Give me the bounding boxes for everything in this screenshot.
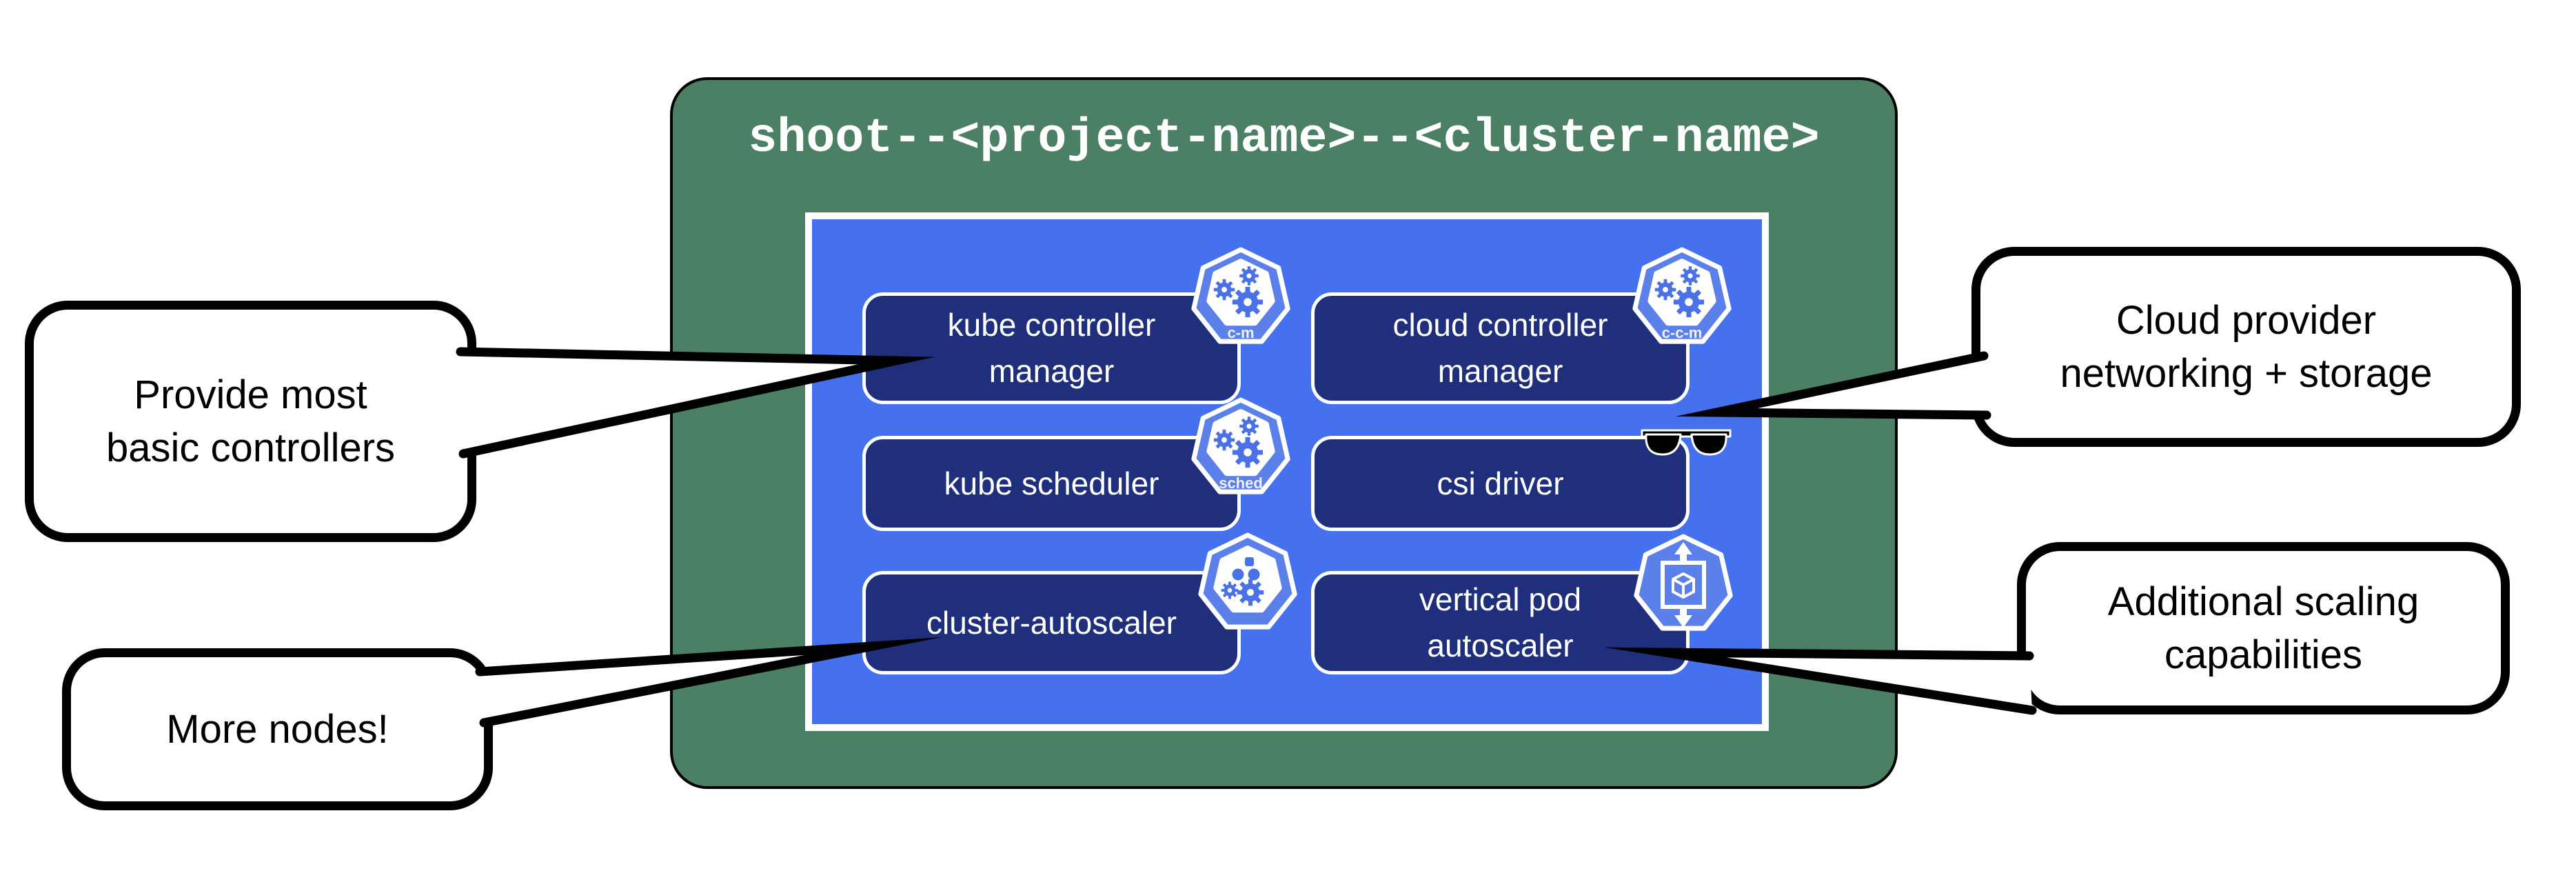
- component-label: csi driver: [1437, 465, 1564, 501]
- cloud-controller-manager-icon: c-c-m: [1627, 243, 1737, 353]
- callout-text: Provide most basic controllers: [105, 372, 396, 470]
- callout-more-nodes: More nodes!: [62, 648, 493, 810]
- component-label: kube scheduler: [944, 465, 1159, 501]
- cluster-title: shoot--<project-name>--<cluster-name>: [748, 112, 1820, 166]
- component-label: kube controller manager: [947, 307, 1156, 389]
- component-csi-driver: csi driver: [1311, 436, 1690, 531]
- icon-badge-ccm: c-c-m: [1662, 324, 1703, 341]
- kube-controller-manager-icon: c-m: [1186, 243, 1296, 353]
- callout-additional-scaling: Additional scaling capabilities: [2017, 542, 2510, 714]
- vertical-pod-autoscaler-icon: [1628, 530, 1738, 640]
- component-label: vertical pod autoscaler: [1419, 581, 1582, 663]
- callout-text: Cloud provider networking + storage: [2060, 297, 2433, 396]
- callout-cloud-provider: Cloud provider networking + storage: [1971, 247, 2521, 447]
- kube-scheduler-icon: sched: [1186, 393, 1296, 503]
- component-label: cluster-autoscaler: [926, 604, 1177, 641]
- sunglasses-icon: [1641, 429, 1732, 456]
- callout-text: More nodes!: [166, 706, 389, 752]
- icon-badge-sched: sched: [1219, 474, 1263, 492]
- component-kube-controller-manager: kube controller manager: [862, 292, 1241, 404]
- component-label: cloud controller manager: [1392, 307, 1608, 389]
- callout-text: Additional scaling capabilities: [2107, 579, 2420, 677]
- icon-badge-cm: c-m: [1227, 324, 1254, 341]
- component-cluster-autoscaler: cluster-autoscaler: [862, 571, 1241, 674]
- component-cloud-controller-manager: cloud controller manager: [1311, 292, 1690, 404]
- callout-basic-controllers: Provide most basic controllers: [25, 301, 476, 542]
- component-kube-scheduler: kube scheduler: [862, 436, 1241, 531]
- cluster-autoscaler-icon: [1193, 528, 1303, 639]
